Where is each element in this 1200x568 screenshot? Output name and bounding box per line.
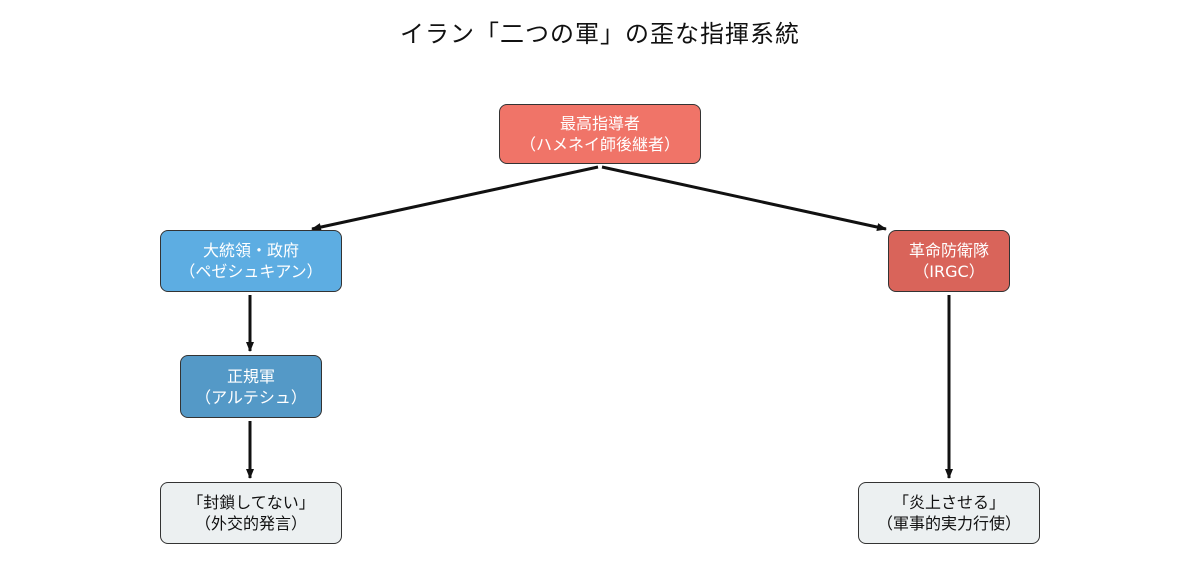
node-supreme-leader-title: 最高指導者 xyxy=(559,114,640,133)
node-irgc-subtitle: （IRGC） xyxy=(913,262,985,281)
node-government-title: 大統領・政府 xyxy=(202,241,299,260)
node-army-outcome-title: 「封鎖してない」 xyxy=(187,493,315,512)
node-regular-army-subtitle: （アルテシュ） xyxy=(195,387,307,407)
node-irgc-outcome-subtitle: （軍事的実力行使） xyxy=(876,514,1021,533)
node-supreme-leader: 最高指導者 （ハメネイ師後継者） xyxy=(499,104,701,164)
arrow-leader-to-irgc xyxy=(601,165,887,231)
node-regular-army-title: 正規軍 xyxy=(226,366,275,386)
arrow-leader-to-government xyxy=(311,165,599,232)
node-irgc-title: 革命防衛隊 xyxy=(908,241,989,260)
node-irgc: 革命防衛隊 （IRGC） xyxy=(888,230,1010,292)
node-irgc-outcome: 「炎上させる」 （軍事的実力行使） xyxy=(858,482,1040,544)
node-supreme-leader-subtitle: （ハメネイ師後継者） xyxy=(519,135,680,154)
node-regular-army: 正規軍 （アルテシュ） xyxy=(180,355,322,418)
node-army-outcome-subtitle: （外交的発言） xyxy=(194,514,307,533)
node-irgc-outcome-title: 「炎上させる」 xyxy=(892,493,1005,512)
node-army-outcome: 「封鎖してない」 （外交的発言） xyxy=(160,482,342,544)
node-government-subtitle: （ペゼシュキアン） xyxy=(179,262,323,281)
node-government: 大統領・政府 （ペゼシュキアン） xyxy=(160,230,342,292)
page-title: イラン「二つの軍」の歪な指揮系統 xyxy=(400,20,800,48)
